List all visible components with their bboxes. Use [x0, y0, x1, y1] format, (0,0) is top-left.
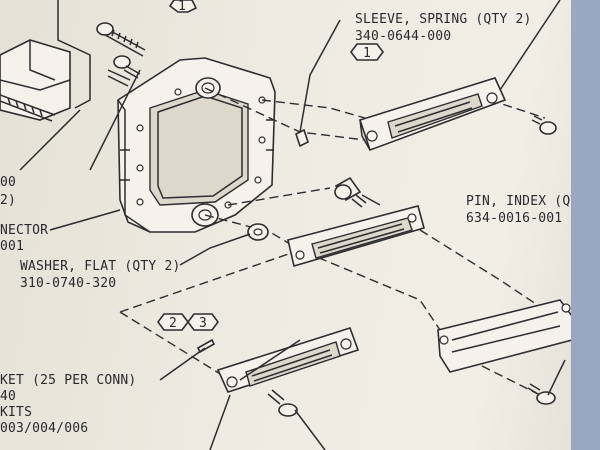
- threaded-rod: [0, 94, 56, 122]
- note-hex-socket-a: 2: [157, 313, 189, 331]
- dsub-connector-middle: [287, 205, 425, 268]
- socket-line-3: KITS: [0, 405, 32, 420]
- dsub-connector-lower: [216, 327, 360, 393]
- note-number-top: 1: [178, 0, 186, 14]
- screw-long: [96, 22, 146, 57]
- note-number-sleeve: 1: [363, 46, 371, 61]
- sleeve-spring-part-no: 340-0644-000: [355, 29, 451, 44]
- callout-pin-index: PIN, INDEX (QTY 2) 634-0016-001: [466, 194, 600, 226]
- washer-flat-part-no: 310-0740-320: [20, 276, 116, 291]
- connector-part-no-fragment: 001: [0, 239, 24, 254]
- spring-sleeve-part: [295, 128, 309, 148]
- index-pin-part: [334, 176, 367, 208]
- socket-name-fragment: KET (25 PER CONN): [0, 373, 136, 388]
- socket-line-4: 003/004/006: [0, 421, 88, 436]
- note-hex-top: 1: [168, 0, 198, 14]
- connector-backshell: [437, 299, 573, 373]
- flat-washer-part: [247, 223, 269, 241]
- callout-socket: KET (25 PER CONN) 40 KITS 003/004/006: [0, 373, 136, 436]
- note-number-socket-b: 3: [199, 316, 207, 331]
- connector-name-fragment: NECTOR: [0, 223, 48, 238]
- callout-left-fragments: 00 2): [0, 175, 16, 208]
- left-fragment-2: 2): [0, 193, 16, 208]
- washer-flat-name: WASHER, FLAT (QTY 2): [20, 259, 181, 274]
- screw-lower-left: [267, 389, 298, 417]
- dsub-connector-upper: [358, 77, 507, 152]
- left-fragment-1: 00: [0, 175, 16, 190]
- screw-upper-right: [531, 115, 557, 135]
- note-hex-sleeve: 1: [350, 43, 384, 61]
- socket-line-2: 40: [0, 389, 16, 404]
- callout-sleeve-spring: SLEEVE, SPRING (QTY 2) 340-0644-000: [355, 12, 532, 44]
- screw-lower-right: [527, 383, 556, 405]
- callout-washer: WASHER, FLAT (QTY 2) 310-0740-320: [20, 259, 181, 291]
- note-number-socket-a: 2: [169, 316, 177, 331]
- screw-short: [107, 55, 141, 87]
- pin-index-name: PIN, INDEX (QTY 2): [466, 194, 600, 209]
- adapter-frame: [117, 57, 276, 233]
- left-bracket: [0, 0, 91, 121]
- callout-connector: NECTOR 001: [0, 223, 48, 254]
- socket-contact-part: [196, 338, 216, 354]
- sleeve-spring-name: SLEEVE, SPRING (QTY 2): [355, 12, 532, 27]
- pin-index-part-no: 634-0016-001: [466, 211, 562, 226]
- note-hex-socket-b: 3: [187, 313, 219, 331]
- leader-lines: [19, 0, 566, 450]
- background-edge: [571, 0, 600, 450]
